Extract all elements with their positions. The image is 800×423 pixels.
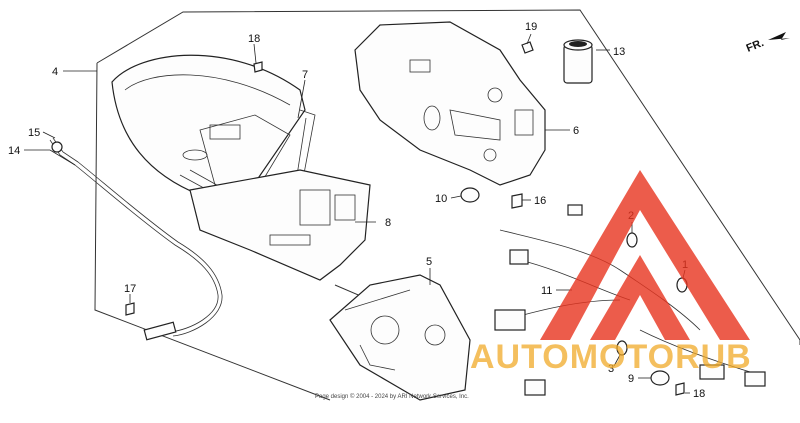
part-meter-base: [354, 21, 546, 186]
callout-5: 5: [426, 256, 432, 268]
part-grommet: [460, 187, 480, 203]
part-screw-17: [125, 302, 135, 316]
callout-16: 16: [534, 195, 546, 207]
callout-11: 11: [541, 285, 552, 297]
part-speedometer-cable: [49, 137, 223, 341]
part-meter-assembly: [329, 274, 471, 401]
watermark-text: AUTOMOTORUB: [470, 338, 752, 376]
arrow-icon: [768, 32, 790, 40]
callout-3: 3: [608, 363, 614, 375]
part-screw-18-lower: [675, 382, 685, 396]
part-meter-upper-case: [111, 54, 306, 196]
leader-lines: [24, 33, 690, 394]
part-screw-18-upper: [253, 61, 263, 73]
callout-9: 9: [628, 373, 634, 385]
callout-10: 10: [435, 193, 447, 205]
direction-label: FR.: [745, 37, 766, 55]
callout-14: 14: [8, 145, 20, 157]
callout-6: 6: [573, 125, 579, 137]
front-direction-indicator: FR.: [745, 32, 790, 55]
part-meter-lower-case: [189, 169, 371, 281]
callout-18-upper: 18: [248, 33, 260, 45]
callout-17: 17: [124, 283, 136, 295]
callout-8: 8: [385, 217, 391, 229]
callout-18-lower: 18: [693, 388, 705, 400]
callout-4: 4: [52, 66, 58, 78]
watermark-logo-icon: [540, 170, 750, 340]
copyright-footer: Page design © 2004 - 2024 by ARI Network…: [315, 394, 469, 400]
callout-13: 13: [613, 46, 625, 58]
callout-15: 15: [28, 127, 40, 139]
callout-7: 7: [302, 69, 308, 81]
part-screw-16: [511, 193, 523, 209]
part-indicator-lamp: [563, 39, 593, 84]
part-bulbs: [616, 232, 688, 356]
callout-19: 19: [525, 21, 537, 33]
